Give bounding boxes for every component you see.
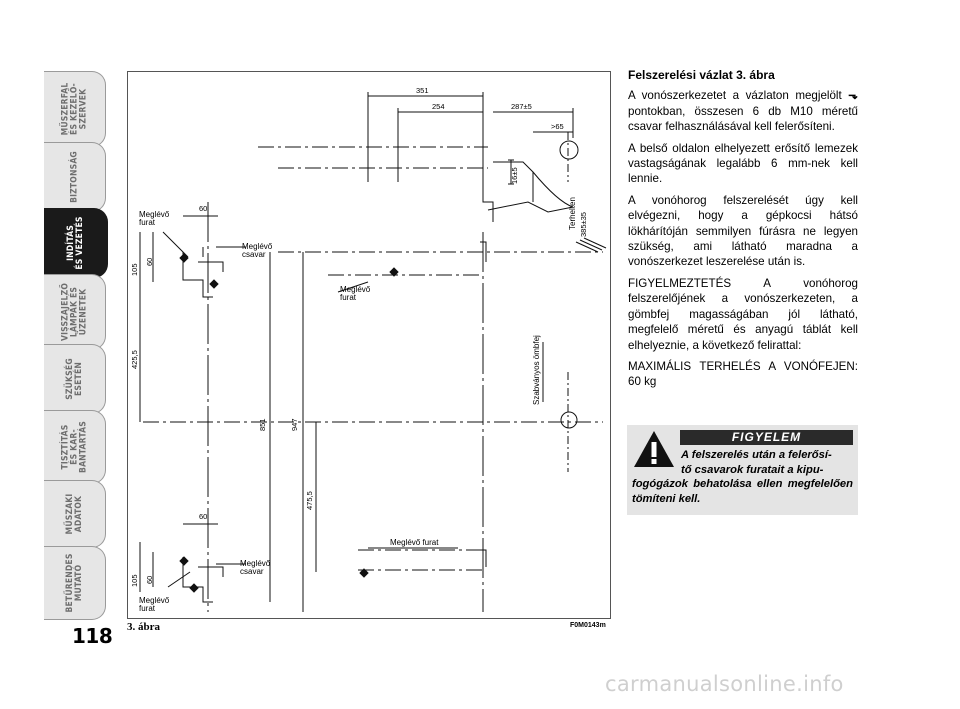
label-csavar-top: Meglévő csavar bbox=[242, 242, 273, 259]
bolt-marker-icon: ⬎ bbox=[848, 89, 858, 103]
sidebar-tab-muszaki[interactable]: MŰSZAKI ADATOK bbox=[44, 480, 106, 548]
body-text: Felszerelési vázlat 3. ábra A vonószerke… bbox=[628, 68, 858, 396]
warning-heading: FIGYELEM bbox=[680, 430, 853, 445]
sidebar-tab-muszerfal[interactable]: MŰSZERFAL ÉS KEZELŐ- SZERVEK bbox=[44, 71, 106, 147]
sidebar-tab-visszajelzo[interactable]: VISSZAJELZŐ LÁMPÁK ÉS ÜZENETEK bbox=[44, 274, 106, 350]
sidebar-tab-tisztitas[interactable]: TISZTÍTÁS ÉS KAR- BANTARTÁS bbox=[44, 410, 106, 484]
sidebar-tab-label: SZÜKSÉG ESETÉN bbox=[64, 358, 84, 400]
dim-60-top: 60 bbox=[199, 204, 208, 213]
paragraph-1: A vonószerkezetet a vázlaton megjelölt ⬎… bbox=[628, 88, 858, 134]
paragraph-2: A belső oldalon elhelyezett erősítő leme… bbox=[628, 141, 858, 186]
label-furat-bottom: Meglévő furat bbox=[139, 596, 170, 613]
sidebar-tab-inditas-active[interactable]: INDÍTÁS ÉS VEZETÉS bbox=[44, 208, 108, 278]
sidebar-tab-label: TISZTÍTÁS ÉS KAR- BANTARTÁS bbox=[60, 421, 88, 473]
sidebar-tab-betrendes[interactable]: BETŰRENDES MUTATÓ bbox=[44, 546, 106, 620]
sidebar-tab-szukseg[interactable]: SZÜKSÉG ESETÉN bbox=[44, 344, 106, 414]
sidebar-tab-label: MŰSZAKI ADATOK bbox=[64, 493, 84, 535]
label-csavar-bottom: Meglévő csavar bbox=[240, 559, 271, 576]
warning-line-1: A felszerelés után a felerősí- bbox=[681, 449, 832, 461]
warning-text: A felszerelés után a felerősí- tő csavar… bbox=[632, 448, 853, 506]
paragraph-1-end: pontokban, összesen 6 db M10 méretű csav… bbox=[628, 104, 858, 134]
installation-diagram: 351 254 287±5 >65 16±5 Terhelten 385±35 … bbox=[127, 71, 611, 619]
warning-box: FIGYELEM A felszerelés után a felerősí- … bbox=[627, 425, 858, 515]
paragraph-4: FIGYELMEZTETÉS A vonóhorog felszerelőjén… bbox=[628, 276, 858, 352]
sidebar-tab-biztonsag[interactable]: BIZTONSÁG bbox=[44, 142, 106, 212]
sidebar-tab-label: VISSZAJELZŐ LÁMPÁK ÉS ÜZENETEK bbox=[60, 282, 88, 342]
sidebar-tab-label: INDÍTÁS ÉS VEZETÉS bbox=[65, 216, 85, 270]
figure-code: F0M0143m bbox=[570, 622, 606, 629]
dim-287: 287±5 bbox=[511, 102, 532, 111]
terhelten-label: Terhelten bbox=[568, 197, 577, 230]
label-furat-mid: Meglévő furat bbox=[340, 285, 371, 302]
dim-16: 16±5 bbox=[510, 167, 519, 184]
section-title: Felszerelési vázlat 3. ábra bbox=[628, 68, 775, 82]
label-gombfej: Szabványos ömbfej bbox=[532, 335, 541, 405]
dim-851: 851 bbox=[258, 418, 267, 431]
dim-105-bottom: 105 bbox=[130, 574, 139, 587]
dim-65: >65 bbox=[551, 122, 564, 131]
warning-triangle-icon bbox=[634, 431, 674, 467]
label-furat-top: Meglévő furat bbox=[139, 210, 170, 227]
warning-rest: fogógázok behatolása ellen megfelelően t… bbox=[632, 478, 853, 505]
paragraph-3: A vonóhorog felszerelését úgy kell elvég… bbox=[628, 193, 858, 269]
label-furat-long: Meglévő furat bbox=[390, 538, 439, 547]
terhelten-value: 385±35 bbox=[579, 212, 588, 237]
watermark: carmanualsonline.info bbox=[605, 672, 844, 696]
figure-caption: 3. ábra bbox=[127, 621, 160, 633]
paragraph-5: MAXIMÁLIS TERHELÉS A VONÓFEJEN: 60 kg bbox=[628, 359, 858, 389]
dim-254: 254 bbox=[432, 102, 445, 111]
dim-947: 947 bbox=[290, 418, 299, 431]
sidebar-tab-label: BIZTONSÁG bbox=[69, 151, 79, 203]
sidebar-tab-label: BETŰRENDES MUTATÓ bbox=[64, 553, 84, 613]
dim-475: 475,5 bbox=[305, 491, 314, 510]
dim-60-vertical-bottom: 60 bbox=[145, 575, 154, 584]
diagram-drawing bbox=[139, 92, 607, 612]
page-number: 118 bbox=[72, 624, 113, 648]
dim-60-vertical-top: 60 bbox=[145, 257, 154, 266]
dim-105-top: 105 bbox=[130, 263, 139, 276]
sidebar-tab-label: MŰSZERFAL ÉS KEZELŐ- SZERVEK bbox=[60, 82, 88, 136]
paragraph-1-start: A vonószerkezetet a vázlaton megjelölt bbox=[628, 89, 842, 103]
dim-351: 351 bbox=[416, 86, 429, 95]
warning-line-2: tő csavarok furatait a kipu- bbox=[681, 463, 824, 476]
dim-60-bottom: 60 bbox=[199, 512, 208, 521]
dim-425: 425,5 bbox=[130, 350, 139, 369]
